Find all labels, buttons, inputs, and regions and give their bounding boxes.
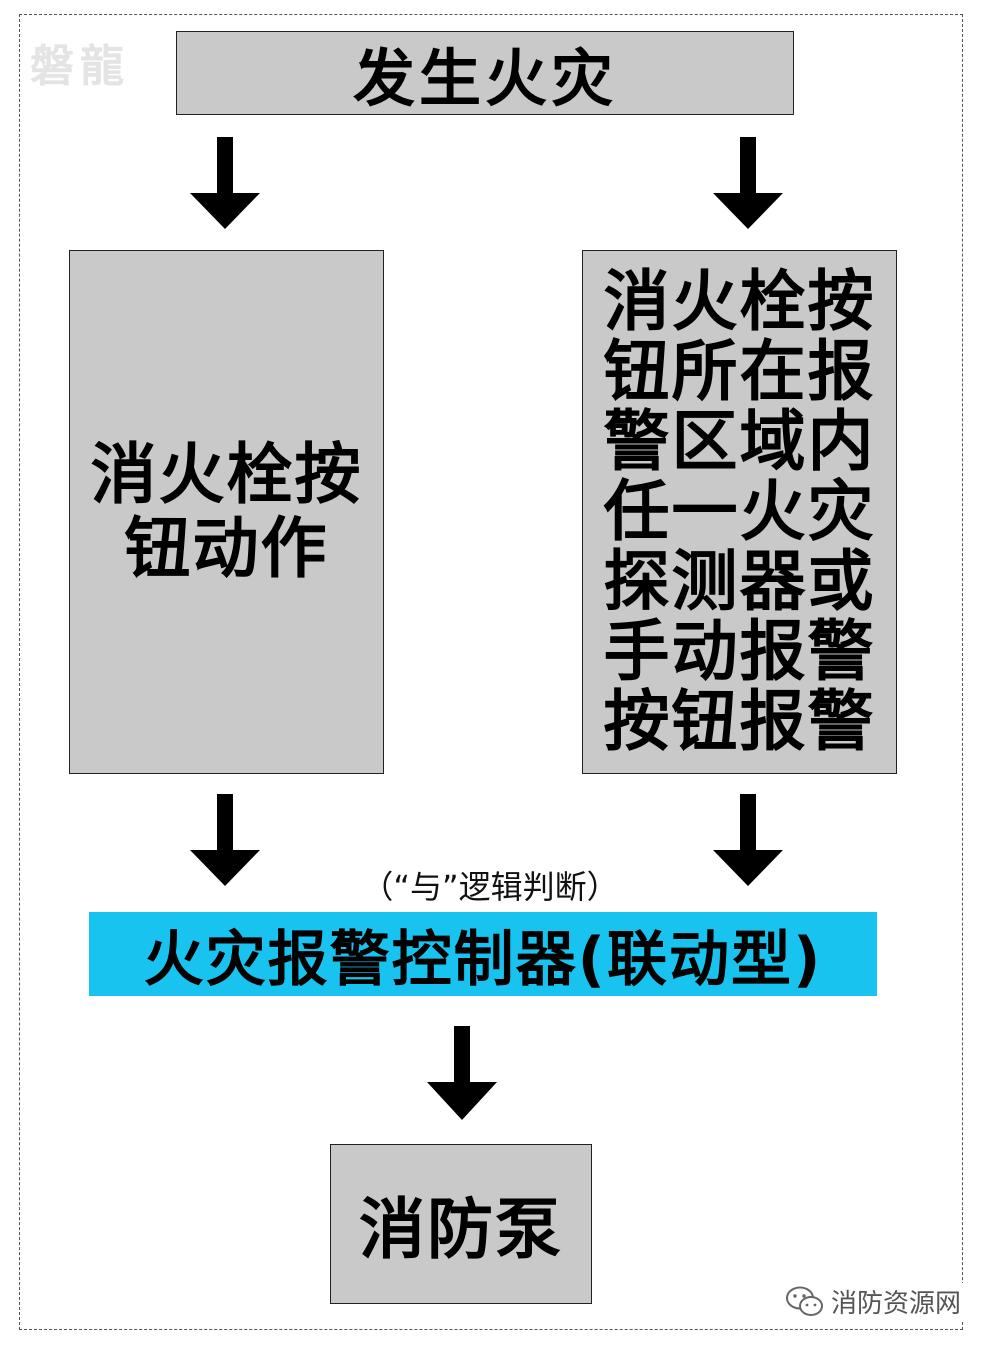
fire-pump-label: 消防泵	[359, 1191, 563, 1268]
hydrant-button-action-label: 消火栓按钮动作	[90, 436, 363, 587]
fire-occurs-box: 发生火灾	[176, 31, 794, 115]
diagram-frame	[19, 14, 963, 1330]
alarm-zone-detector-label: 消火栓按钮所在报警区域内任一火灾探测器或手动报警按钮报警	[603, 263, 876, 760]
watermark-logo: 磐龍	[30, 41, 130, 92]
wechat-icon	[785, 1286, 823, 1316]
fire-alarm-controller-label: 火灾报警控制器(联动型)	[143, 924, 823, 995]
fire-occurs-label: 发生火灾	[352, 42, 617, 115]
source-watermark: 消防资源网	[782, 1283, 963, 1320]
arrow-down-icon	[713, 137, 783, 229]
arrow-down-icon	[427, 1026, 497, 1120]
arrow-down-icon	[713, 794, 783, 886]
hydrant-button-action-box: 消火栓按钮动作	[69, 250, 384, 774]
fire-alarm-controller-box: 火灾报警控制器(联动型)	[89, 912, 877, 996]
alarm-zone-detector-box: 消火栓按钮所在报警区域内任一火灾探测器或手动报警按钮报警	[582, 250, 897, 774]
fire-pump-box: 消防泵	[330, 1144, 592, 1304]
and-logic-note: （“与”逻辑判断）	[361, 868, 619, 906]
source-watermark-text: 消防资源网	[830, 1289, 961, 1319]
arrow-down-icon	[190, 794, 260, 886]
arrow-down-icon	[190, 137, 260, 229]
